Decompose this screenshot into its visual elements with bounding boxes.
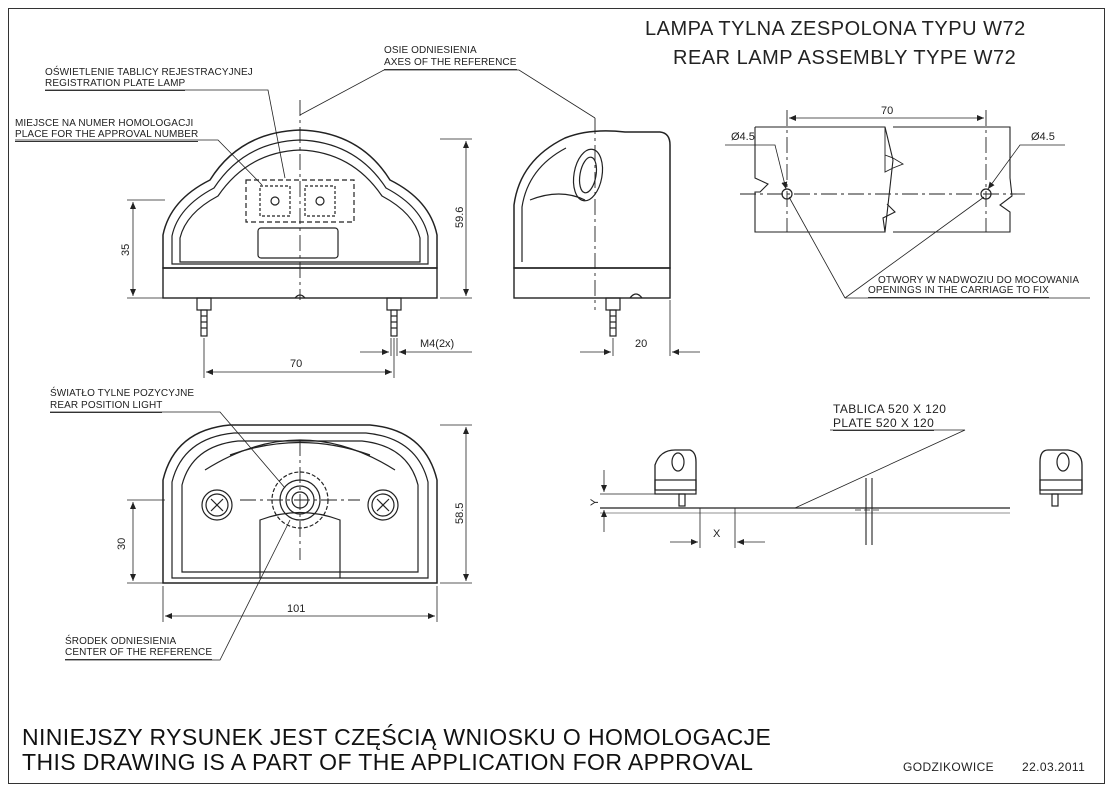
dim-offset-x: X (713, 528, 721, 540)
axes-label-en: AXES OF THE REFERENCE (384, 57, 517, 70)
axes-label-pl: OSIE ODNIESIENIA (384, 45, 477, 56)
position-light-label-pl: ŚWIATŁO TYLNE POZYCYJNE (50, 388, 195, 399)
dim-hole-diameter-left: Ø4.5 (731, 131, 755, 143)
dim-side-depth-20: 20 (635, 338, 648, 350)
footer-note-en: THIS DRAWING IS A PART OF THE APPLICATIO… (22, 749, 754, 775)
footer-place: GODZIKOWICE (903, 760, 995, 774)
footer-date: 22.03.2011 (1022, 760, 1086, 774)
dim-rear-width-101: 101 (287, 603, 306, 615)
center-label-en: CENTER OF THE REFERENCE (65, 647, 213, 660)
dim-front-height-59-6: 59.6 (454, 206, 466, 228)
plate-lamp-label-pl: OŚWIETLENIE TABLICY REJESTRACYJNEJ (45, 67, 253, 78)
footer-note-pl: NINIEJSZY RYSUNEK JEST CZĘŚCIĄ WNIOSKU O… (22, 724, 772, 750)
dim-hole-spacing-70: 70 (881, 105, 894, 117)
dim-bolt-spacing-70: 70 (290, 358, 303, 370)
holes-label-pl: OTWORY W NADWOZIU DO MOCOWANIA (878, 275, 1080, 286)
front-view (15, 69, 596, 378)
rear-view (50, 411, 472, 661)
mounting-view (600, 429, 1083, 548)
side-view (513, 118, 700, 356)
dim-thread-m4: M4(2x) (420, 338, 455, 350)
holes-label-en: OPENINGS IN THE CARRIAGE TO FIX (868, 285, 1049, 298)
plate-size-label-pl: TABLICA 520 X 120 (833, 402, 947, 416)
title-polish: LAMPA TYLNA ZESPOLONA TYPU W72 (645, 18, 1026, 40)
center-label-pl: ŚRODEK ODNIESIENIA (65, 636, 177, 647)
dim-rear-height-30: 30 (116, 537, 128, 550)
approval-label-pl: MIEJSCE NA NUMER HOMOLOGACJI (15, 118, 194, 129)
plate-lamp-label-en: REGISTRATION PLATE LAMP (45, 78, 186, 91)
dim-rear-height-58-5: 58.5 (454, 502, 466, 524)
approval-label-en: PLACE FOR THE APPROVAL NUMBER (15, 129, 199, 142)
hole-pattern-view (725, 110, 1090, 299)
drawing-frame (8, 8, 1105, 784)
title-english: REAR LAMP ASSEMBLY TYPE W72 (673, 47, 1017, 69)
position-light-label-en: REAR POSITION LIGHT (50, 400, 163, 413)
dim-front-height-35: 35 (120, 243, 132, 256)
dim-offset-y: Y (589, 498, 601, 506)
dim-hole-diameter-right: Ø4.5 (1031, 131, 1055, 143)
plate-size-label-en: PLATE 520 X 120 (833, 416, 935, 431)
